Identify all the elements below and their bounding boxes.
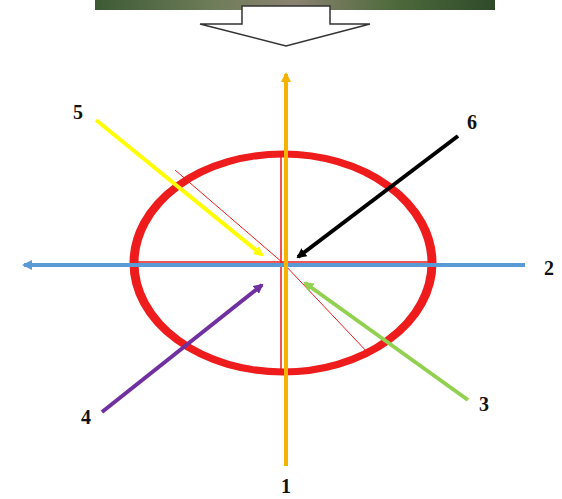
- callout-number: 4: [81, 407, 91, 427]
- callout-number: 1: [281, 476, 291, 496]
- callout-number: 6: [467, 112, 477, 132]
- callout-number: 5: [73, 102, 83, 122]
- callout-number: 2: [544, 258, 554, 278]
- callout-number: 3: [479, 394, 489, 414]
